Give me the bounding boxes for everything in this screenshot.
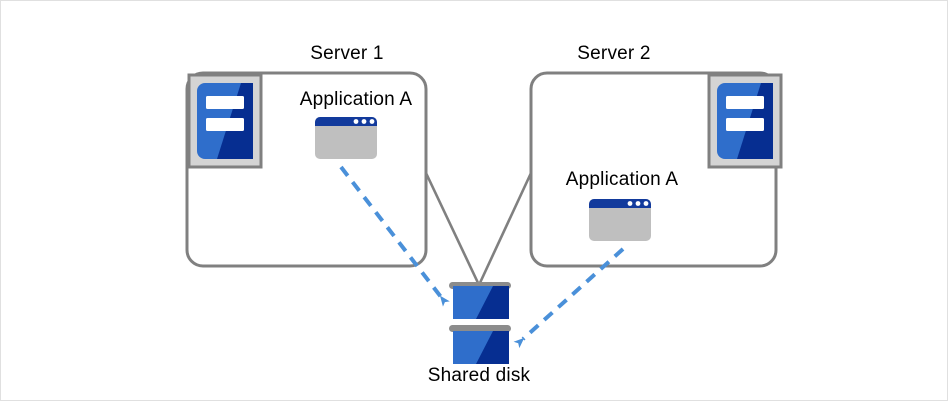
server1-icon — [187, 73, 263, 169]
access-arrows — [339, 165, 625, 349]
shared-disk-icon — [449, 282, 511, 364]
server2-to-disk-line — [477, 172, 533, 286]
server1-box — [185, 71, 428, 268]
server2-app-label: Application A — [565, 169, 679, 190]
app2-to-disk-arrow — [513, 247, 625, 349]
app2-window-icon — [589, 199, 651, 241]
server2-title: Server 2 — [577, 43, 651, 64]
server2-box — [529, 71, 778, 268]
server1-title: Server 1 — [310, 43, 384, 64]
server1-app-label: Application A — [299, 89, 413, 110]
shared-disk-label: Shared disk — [427, 365, 531, 386]
app1-window-icon — [315, 117, 377, 159]
server2-icon — [707, 73, 783, 169]
app1-to-disk-arrow — [339, 165, 450, 307]
server1-to-disk-line — [424, 172, 481, 286]
connector-lines — [424, 172, 533, 286]
